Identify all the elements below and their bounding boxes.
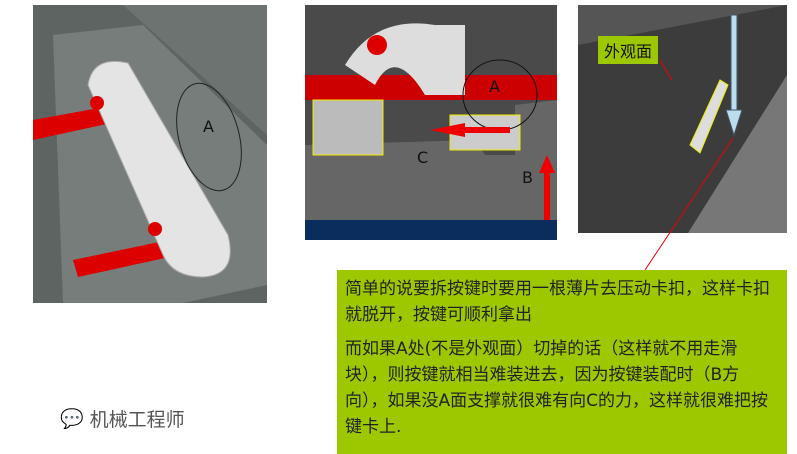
figure-1-key-top-view: A [33, 5, 267, 303]
label-c: C [417, 148, 429, 167]
note-paragraph-1: 简单的说要拆按键时要用一根薄片去压动卡扣，这样卡扣就脱开，按键可顺利拿出 [345, 279, 770, 325]
figure-2-cross-section: A B C [305, 5, 557, 240]
note-paragraph-2: 而如果A处(不是外观面）切掉的话（这样就不用走滑块），则按键就相当难装进去，因为… [345, 339, 768, 437]
watermark: 💬 机械工程师 [60, 405, 185, 432]
wechat-icon: 💬 [60, 408, 84, 430]
label-a: A [203, 117, 214, 136]
watermark-text: 机械工程师 [89, 409, 185, 431]
label-a: A [489, 77, 500, 96]
label-b: B [522, 168, 533, 187]
label-outer-surface: 外观面 [598, 36, 659, 64]
explanation-note: 简单的说要拆按键时要用一根薄片去压动卡扣，这样卡扣就脱开，按键可顺利拿出 而如果… [337, 270, 787, 454]
